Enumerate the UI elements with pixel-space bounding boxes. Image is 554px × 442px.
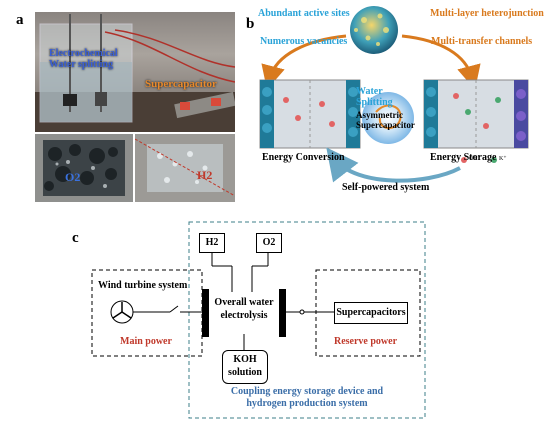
o2-output-box: O2: [256, 233, 282, 253]
koh-solution-box: KOH solution: [222, 350, 268, 384]
coupling-caption: Coupling energy storage device and hydro…: [189, 386, 425, 410]
k-legend-label: K⁺: [499, 156, 507, 162]
overall-water-electrolysis-box: Overall water electrolysis: [209, 292, 279, 332]
water-splitting-line2: Splitting: [356, 97, 393, 108]
wind-turbine-label: Wind turbine system: [98, 280, 188, 291]
o2-electrode-illustration: [43, 140, 125, 196]
o2-photo-label: O2: [65, 170, 81, 184]
asymmetric-line2: Supercapacitor: [356, 120, 415, 130]
caption-line2: hydrogen production system: [246, 398, 368, 409]
water-splitting-label: Water Splitting: [356, 86, 393, 108]
electrolysis-line2: electrolysis: [220, 310, 268, 321]
oh-legend-dot: [461, 157, 467, 163]
h2-photo: H2: [135, 134, 235, 202]
electrolysis-line1: Overall water: [214, 297, 274, 308]
koh-line2: solution: [228, 367, 262, 378]
numerous-vacancies-text: Numerous vacancies: [260, 36, 348, 47]
arrow-left-orange: [261, 34, 347, 90]
electrode-left: [202, 289, 209, 337]
panel-b-graphic: [259, 6, 529, 183]
arrow-right-orange: [401, 34, 481, 90]
k-legend-dot: [491, 157, 497, 163]
beaker-illustration: [35, 14, 235, 132]
coupling-frame: [188, 221, 426, 419]
reserve-frame: [315, 269, 421, 357]
self-powered-label: Self-powered system: [342, 182, 430, 193]
koh-line1: KOH: [233, 354, 257, 365]
right-switch: [299, 309, 305, 315]
multi-transfer-text: Multi-transfer channels: [431, 36, 533, 47]
panel-a-label: a: [16, 12, 24, 28]
oh-legend-label: OH⁻: [469, 156, 481, 162]
asymmetric-line1: Asymmetric: [356, 110, 403, 120]
reserve-power-label: Reserve power: [334, 336, 398, 347]
supercapacitors-box: Supercapacitors: [334, 302, 408, 324]
panel-b-label: b: [246, 16, 255, 32]
water-splitting-line1: Water: [356, 86, 383, 97]
left-switch: [169, 305, 179, 313]
supercapacitor-photo-label: Supercapacitor: [145, 78, 217, 90]
main-power-label: Main power: [120, 336, 172, 347]
panel-c-label: c: [72, 230, 79, 246]
o2-photo: O2: [35, 134, 133, 202]
abundant-active-sites-text: Abundant active sites: [258, 8, 350, 19]
electrolysis-photo: Electrochemical Water splitting Supercap…: [35, 12, 235, 132]
electrode-right: [279, 289, 286, 337]
swirl-icon: [362, 92, 414, 144]
multi-layer-text: Multi-layer heterojunction: [430, 8, 544, 19]
energy-conversion-label: Energy Conversion: [262, 152, 345, 163]
electrolysis-label-2: Water splitting: [49, 59, 113, 70]
self-powered-arrow: [326, 147, 461, 183]
h2-electrode-illustration: [135, 138, 235, 197]
asymmetric-supercapacitor-label: Asymmetric Supercapacitor: [356, 110, 415, 130]
h2-photo-label: H2: [197, 168, 213, 182]
electrolysis-label-1: Electrochemical: [49, 48, 118, 59]
caption-line1: Coupling energy storage device and: [230, 386, 384, 397]
energy-storage-label: Energy Storage: [430, 152, 497, 163]
h2-output-box: H2: [199, 233, 225, 253]
